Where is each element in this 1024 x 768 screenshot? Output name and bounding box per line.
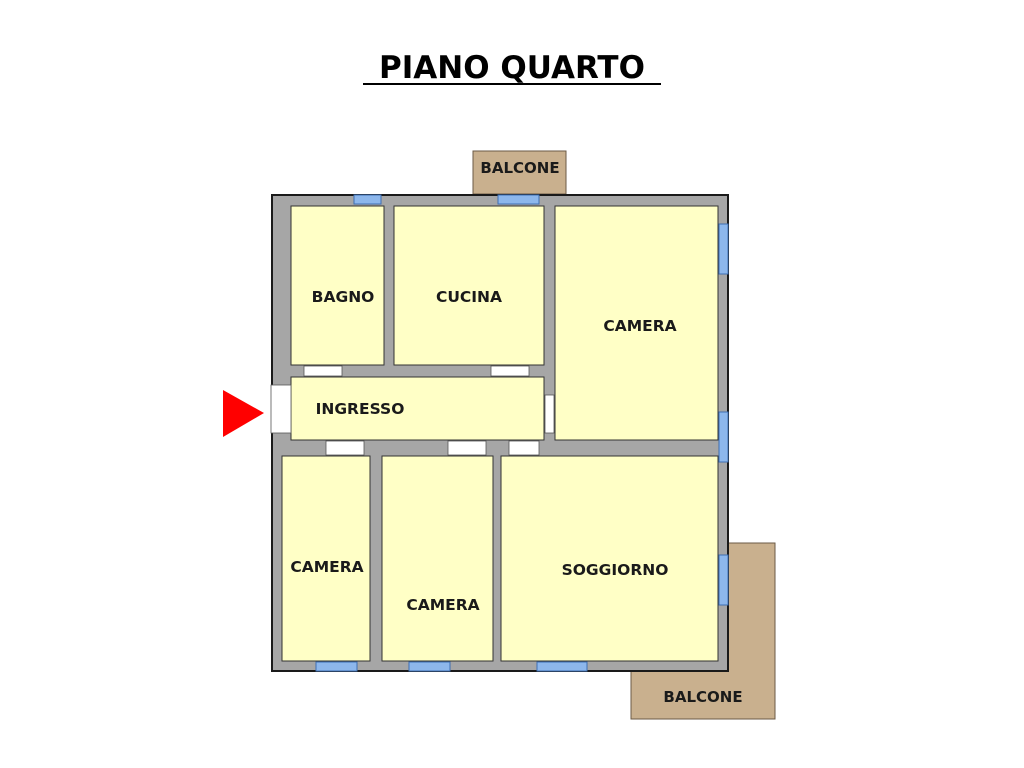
door-bagno xyxy=(303,365,343,377)
room-cucina xyxy=(393,205,545,366)
window-east-mid xyxy=(718,411,729,463)
label-balcone-southeast: BALCONE xyxy=(663,688,742,706)
door-soggiorno xyxy=(508,440,540,456)
label-soggiorno: SOGGIORNO xyxy=(562,561,669,579)
room-camera-sw xyxy=(281,455,371,662)
room-bagno xyxy=(290,205,385,366)
window-camera-sw xyxy=(315,661,358,672)
door-cucina xyxy=(490,365,530,377)
label-camera-ne: CAMERA xyxy=(603,317,676,335)
room-soggiorno xyxy=(500,455,719,662)
window-bagno xyxy=(353,194,382,205)
window-soggiorno-east xyxy=(718,554,729,606)
room-camera-ne xyxy=(554,205,719,441)
label-bagno: BAGNO xyxy=(312,288,375,306)
label-camera-sw: CAMERA xyxy=(290,558,363,576)
room-ingresso xyxy=(290,376,545,441)
room-camera-s xyxy=(381,455,494,662)
window-cucina xyxy=(497,194,540,205)
label-camera-s: CAMERA xyxy=(406,596,479,614)
window-soggiorno-south xyxy=(536,661,588,672)
door-camera-ne xyxy=(544,394,555,434)
entrance-arrow-icon xyxy=(223,390,264,437)
door-camera-s xyxy=(447,440,487,456)
window-camera-s xyxy=(408,661,451,672)
label-balcone-north: BALCONE xyxy=(480,159,559,177)
label-cucina: CUCINA xyxy=(436,288,502,306)
label-ingresso: INGRESSO xyxy=(316,400,405,418)
page-title: PIANO QUARTO xyxy=(379,50,645,86)
door-entrance xyxy=(270,384,292,434)
window-camera-ne xyxy=(718,223,729,275)
door-camera-sw xyxy=(325,440,365,456)
